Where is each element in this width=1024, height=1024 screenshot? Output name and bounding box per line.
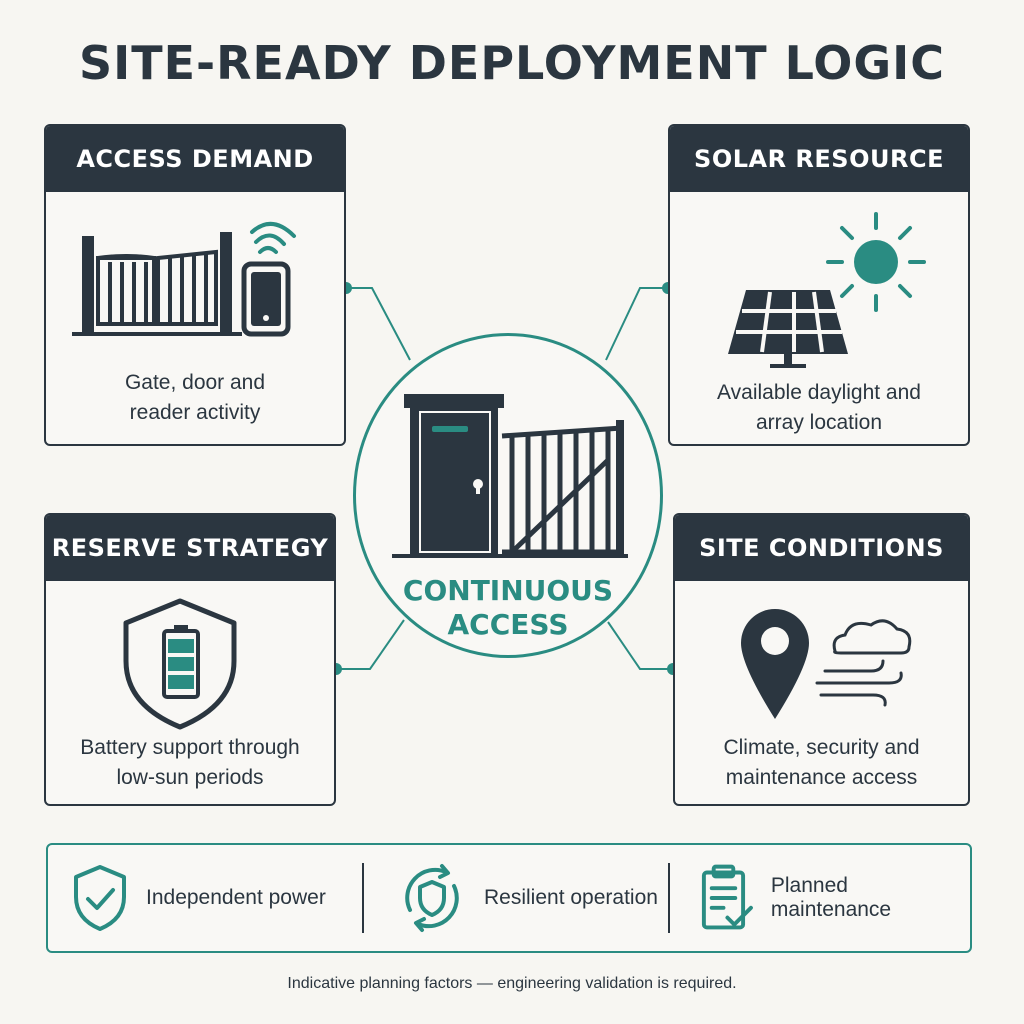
card-site-conditions: SITE CONDITIONS Climate, security and ma… bbox=[673, 513, 970, 806]
card-reserve-strategy: RESERVE STRATEGY Battery support through… bbox=[44, 513, 336, 806]
card-heading: RESERVE STRATEGY bbox=[46, 515, 334, 581]
shield-check-icon bbox=[74, 865, 126, 931]
gate-reader-icon bbox=[46, 218, 344, 353]
footnote: Indicative planning factors — engineerin… bbox=[287, 975, 737, 992]
divider bbox=[362, 863, 364, 933]
card-description: Gate, door and reader activity bbox=[124, 371, 266, 424]
card-heading: ACCESS DEMAND bbox=[46, 126, 344, 192]
card-heading: SITE CONDITIONS bbox=[675, 515, 968, 581]
card-heading: SOLAR RESOURCE bbox=[670, 126, 968, 192]
benefit-label: Planned maintenance bbox=[770, 874, 892, 921]
center-label: CONTINUOUS ACCESS bbox=[402, 574, 614, 641]
solar-panel-sun-icon bbox=[670, 204, 968, 379]
door-gate-icon bbox=[392, 394, 628, 558]
divider bbox=[668, 863, 670, 933]
shield-cycle-icon bbox=[405, 864, 459, 932]
center-circle bbox=[353, 333, 663, 658]
benefit-independent-power: Independent power bbox=[70, 845, 326, 951]
clipboard-check-icon bbox=[701, 864, 753, 930]
card-description: Available daylight and array location bbox=[717, 381, 921, 434]
page-title: SITE-READY DEPLOYMENT LOGIC bbox=[78, 36, 945, 90]
card-solar-resource: SOLAR RESOURCE bbox=[668, 124, 970, 446]
location-weather-icon bbox=[675, 601, 968, 736]
shield-battery-icon bbox=[46, 595, 334, 740]
card-description: Climate, security and maintenance access bbox=[723, 736, 920, 789]
benefit-label: Independent power bbox=[146, 886, 326, 909]
benefit-label: Resilient operation bbox=[484, 886, 658, 909]
benefits-bar: Independent power Resilient operation Pl… bbox=[46, 843, 972, 953]
benefit-resilient-operation: Resilient operation bbox=[396, 845, 658, 951]
card-description: Battery support through low-sun periods bbox=[80, 736, 300, 789]
card-access-demand: ACCESS DEMAND bbox=[44, 124, 346, 446]
benefit-planned-maintenance: Planned maintenance bbox=[698, 845, 970, 951]
